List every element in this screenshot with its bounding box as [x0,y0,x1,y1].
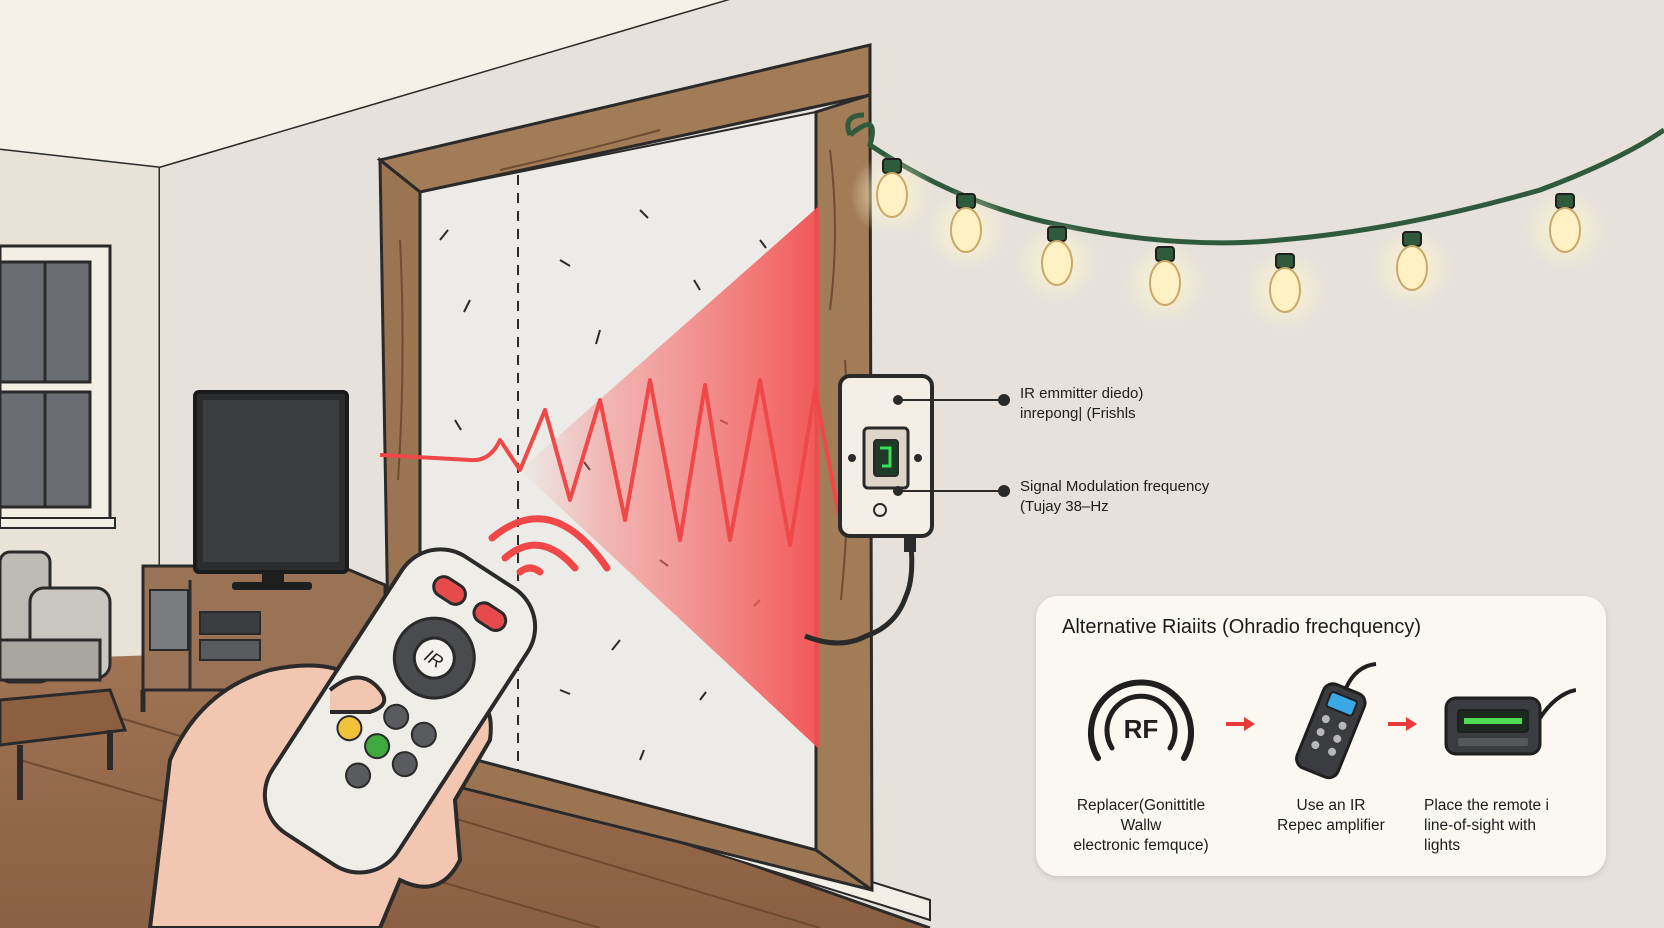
step-caption-line: Replacer(Gonittitle [1076,797,1206,814]
rf-signal-icon: RF [1088,679,1194,761]
bulb [876,172,908,218]
bulb [1549,207,1581,253]
bulb-socket [882,158,902,174]
arrow-right-icon [1388,717,1417,731]
bulb-socket [1047,226,1067,242]
step-caption-line: Use an IR [1296,797,1366,814]
step-caption-rf: Replacer(Gonittitle Wallw electronic fem… [1046,796,1236,856]
rf-label: RF [1124,714,1159,744]
ir-receiver-device-icon [1444,688,1576,756]
step-caption-line: lights [1424,837,1461,854]
step-caption-line: electronic femquce) [1073,837,1209,854]
string-lights [845,112,1664,332]
alternative-solutions-panel: Alternative Riaiits (Ohradio frechquency… [1036,596,1606,876]
callout-emitter: IR emmitter diedo) inrepong| (Frishls [1020,384,1143,424]
ceiling [0,0,730,168]
ir-receiver-box [804,374,934,646]
callout-modulation-line2: (Tujay 38–Hz [1020,498,1109,515]
step-caption-repeater: Use an IR Repec amplifier [1236,796,1426,836]
television [193,390,349,590]
bulb-socket [956,193,976,209]
callout-emitter-line2: inrepong| (Frishls [1020,405,1136,422]
step-caption-line: Place the remote i [1424,797,1549,814]
callout-lines [893,394,1010,497]
ir-signal-waveform [379,378,852,547]
step-caption-line: Wallw [1120,817,1162,834]
bulb-socket [1402,231,1422,247]
step-caption-line: Repec amplifier [1277,817,1385,834]
coffee-table [0,688,128,800]
panel-title: Alternative Riaiits (Ohradio frechquency… [1062,616,1422,638]
callout-modulation: Signal Modulation frequency (Tujay 38–Hz [1020,477,1209,517]
arrow-right-icon [1226,717,1255,731]
bulb-socket [1275,253,1295,269]
armchair [0,550,112,684]
bulb [1269,267,1301,313]
bulb [1041,240,1073,286]
step-caption-line-of-sight: Place the remote i line-of-sight with li… [1406,796,1594,856]
hand-holding-remote: IR [147,547,538,928]
bulb-socket [1155,246,1175,262]
callout-modulation-line1: Signal Modulation frequency [1020,478,1210,495]
bulb [950,207,982,253]
step-caption-line: line-of-sight with [1424,817,1536,834]
bulb [1149,260,1181,306]
callout-emitter-line1: IR emmitter diedo) [1020,385,1144,402]
bulb-socket [1555,193,1575,209]
bulb [1396,245,1428,291]
window [0,244,116,529]
tv-stand [140,564,387,712]
ir-repeater-remote-icon [1295,662,1377,780]
signal-arcs-icon [488,515,611,576]
